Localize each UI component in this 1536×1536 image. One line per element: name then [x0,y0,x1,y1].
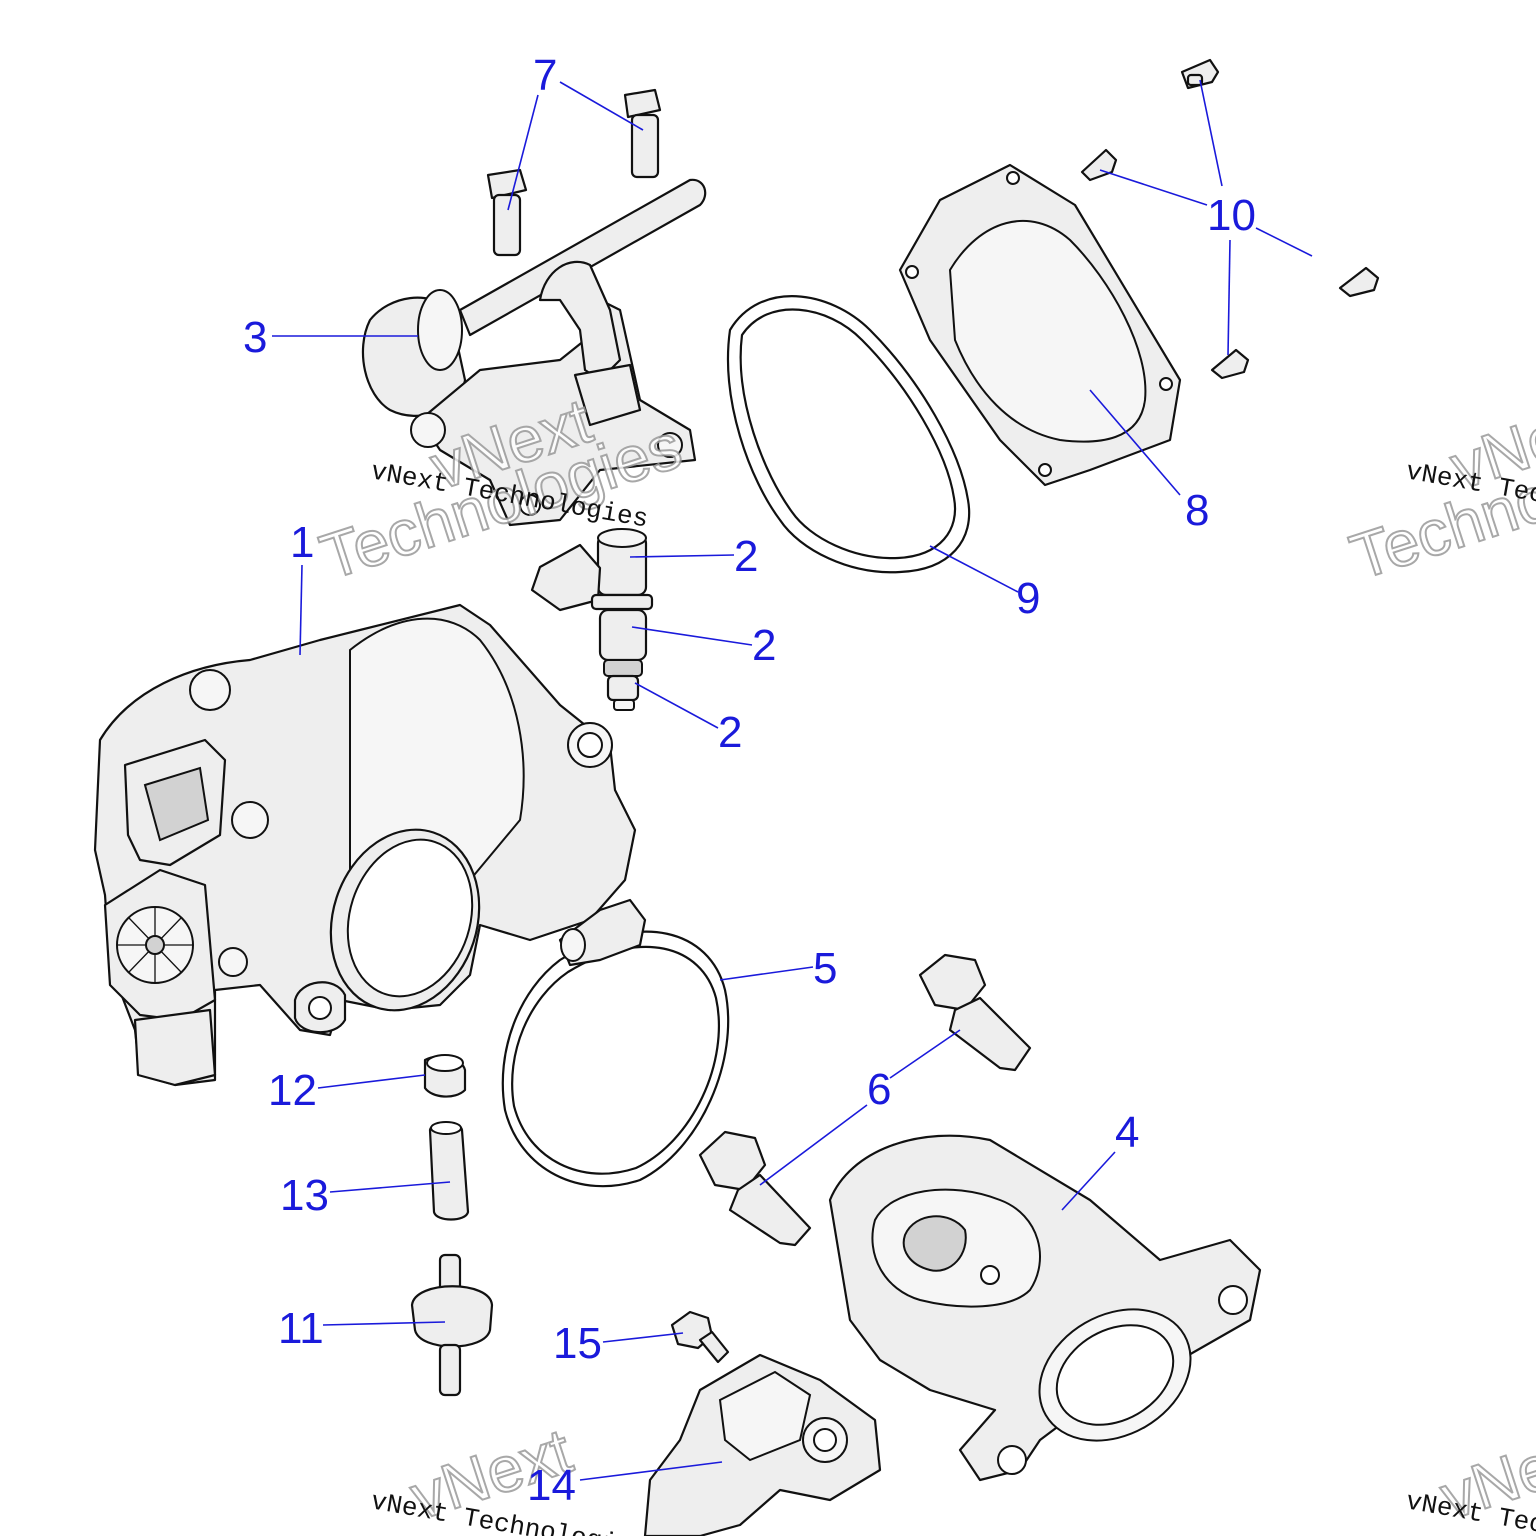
map-sensor-part [643,1353,882,1536]
hose-part [428,1121,470,1221]
callout-labels: 1 2 2 2 3 4 5 6 7 8 9 10 11 12 13 14 15 [243,51,1256,1510]
small-clamp-part [423,1054,467,1098]
gasket-part [726,295,971,574]
leader-10c [1255,227,1313,257]
leader-8 [1089,389,1181,496]
cover-plate-part [898,163,1182,487]
clamp-part [501,898,730,1188]
leader-4 [1061,1151,1116,1211]
callout-15: 15 [553,1319,602,1368]
leader-2b [631,626,753,646]
callout-7: 7 [533,51,557,100]
callout-3: 3 [243,313,267,362]
callout-9: 9 [1016,574,1040,623]
leader-15 [602,1332,684,1343]
leader-14 [579,1461,723,1481]
leader-7b [559,81,644,131]
leader-lines [272,79,1313,1481]
callout-10: 10 [1207,191,1256,240]
throttle-body-part [93,603,637,1087]
leader-6a [889,1029,961,1079]
leader-10b [1099,169,1208,206]
fuel-rail-part [361,178,707,527]
callout-14: 14 [527,1461,576,1510]
callout-13: 13 [280,1171,329,1220]
leader-13 [329,1181,451,1193]
callout-11: 11 [278,1304,324,1353]
bolt-7-part [486,88,662,257]
check-valve-part [410,1253,494,1397]
leader-6b [759,1104,868,1186]
leader-9 [929,545,1019,593]
intake-adaptor-part [828,1134,1262,1482]
callout-5: 5 [813,944,837,993]
callout-8: 8 [1185,486,1209,535]
leader-5 [719,966,814,981]
fuel-injector-part [530,528,654,711]
leader-11 [322,1321,446,1326]
screw-15-part [670,1310,730,1364]
callout-12: 12 [268,1066,317,1115]
leader-12 [317,1074,426,1089]
callout-2a: 2 [734,532,758,581]
callout-1: 1 [290,518,314,567]
leader-2c [634,682,719,729]
leader-7a [507,94,539,211]
bolt-6-part [698,953,1032,1247]
callout-2b: 2 [752,621,776,670]
leader-1 [299,564,303,656]
leader-10a [1199,79,1223,187]
callout-4: 4 [1115,1108,1139,1157]
leader-2a [629,554,735,558]
callout-6: 6 [867,1065,891,1114]
callout-2c: 2 [718,708,742,757]
screws-10-part [1080,58,1380,380]
leader-10d [1227,239,1231,356]
